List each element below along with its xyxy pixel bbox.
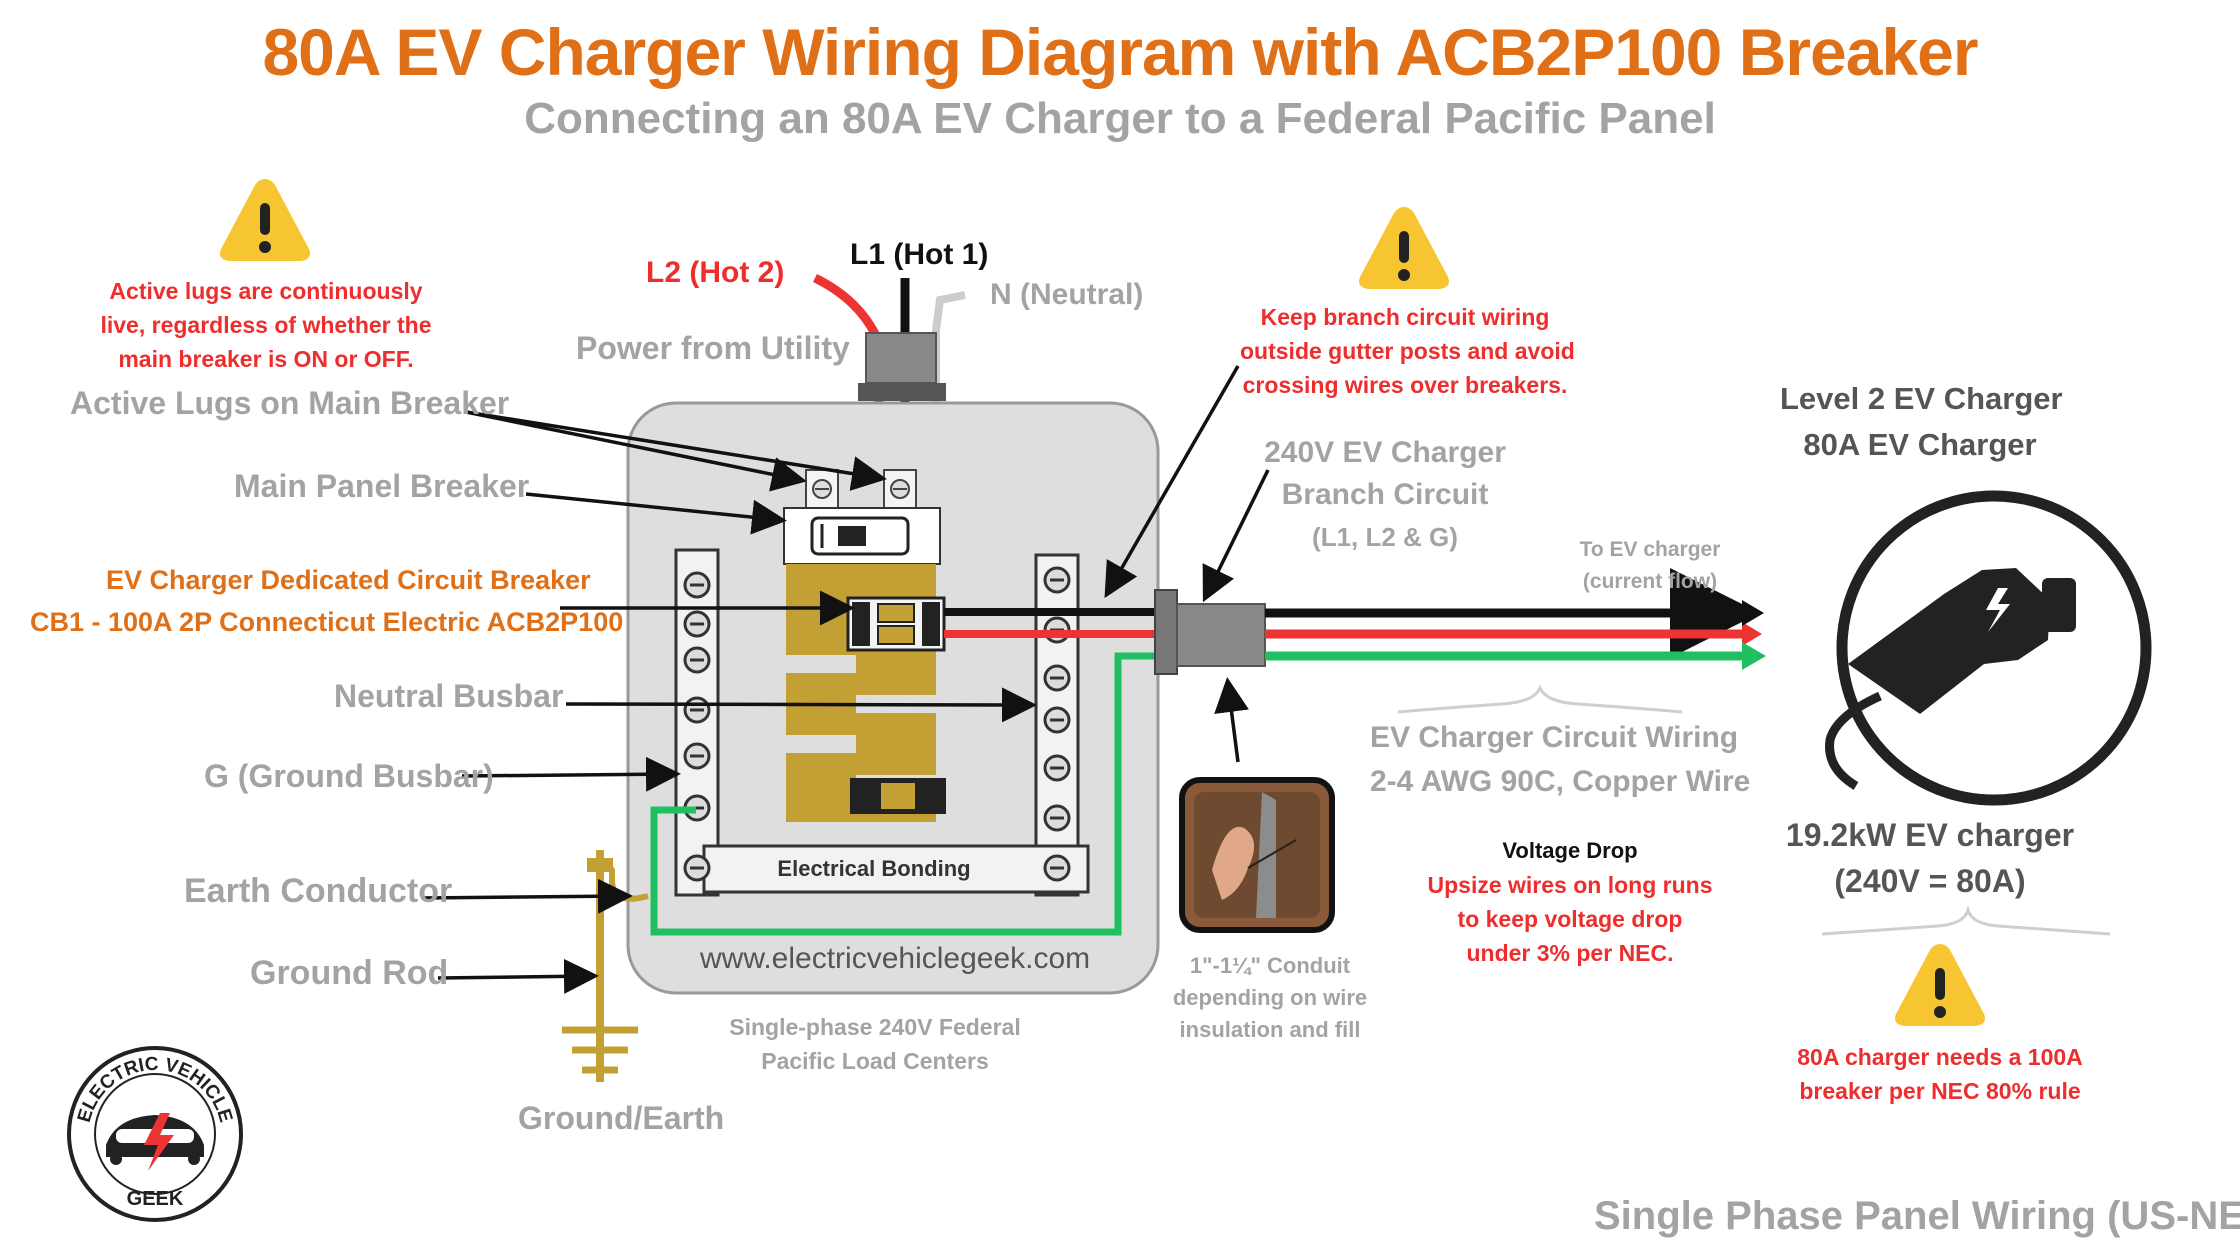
lightning-icon xyxy=(1986,588,2010,632)
to-ev-charger-label: To EV charger(current flow) xyxy=(1579,538,1721,593)
lightning-icon xyxy=(144,1113,174,1171)
service-connector xyxy=(865,332,937,384)
plug-icon xyxy=(1848,568,2050,714)
ground-rod-clamp xyxy=(587,858,613,872)
neutral-label: N (Neutral) xyxy=(990,278,1144,311)
service-connector-nut xyxy=(858,383,946,401)
voltage-drop-title: Voltage Drop xyxy=(1502,838,1638,863)
l2-label: L2 (Hot 2) xyxy=(646,256,785,289)
footer-label: Single Phase Panel Wiring (US-NEC) xyxy=(1594,1194,2240,1238)
page-title: 80A EV Charger Wiring Diagram with ACB2P… xyxy=(262,15,1978,89)
power-from-utility-label: Power from Utility xyxy=(576,330,850,366)
main-panel-breaker-label: Main Panel Breaker xyxy=(234,468,530,504)
ev-charger-icon xyxy=(1836,490,2152,806)
busbar-screws xyxy=(683,566,1071,882)
ground-earth-label: Ground/Earth xyxy=(518,1100,725,1136)
conduit-connector xyxy=(1154,589,1178,675)
l1-label: L1 (Hot 1) xyxy=(850,238,989,271)
warning-icon xyxy=(1359,207,1449,289)
ev-breaker-model-label: CB1 - 100A 2P Connecticut Electric ACB2P… xyxy=(30,607,624,637)
conduit xyxy=(1176,603,1266,667)
svg-text:GEEK: GEEK xyxy=(127,1188,184,1210)
warning-icon xyxy=(220,179,310,261)
branch-ground-inner xyxy=(650,652,1170,936)
charger-cable xyxy=(1825,691,1882,790)
neutral-busbar-label: Neutral Busbar xyxy=(334,678,564,714)
electrical-bonding-bar xyxy=(702,844,1090,894)
circuit-wiring-brace xyxy=(1397,684,1683,714)
ground-busbar-label: G (Ground Busbar) xyxy=(204,758,494,794)
electrical-bonding-label: Electrical Bonding xyxy=(777,856,970,881)
website-label: www.electricvehiclegeek.com xyxy=(700,942,1091,975)
page-subtitle: Connecting an 80A EV Charger to a Federa… xyxy=(524,94,1716,143)
charger-power-label: 19.2kW EV charger(240V = 80A) xyxy=(1785,817,2075,899)
ground-rod-label: Ground Rod xyxy=(250,954,449,992)
pointer-arrows xyxy=(421,365,1270,994)
charger-brace xyxy=(1821,904,2111,936)
electric-vehicle-geek-logo: ELECTRIC VEHICLE GEEK xyxy=(67,1046,243,1222)
earth-conductor-label: Earth Conductor xyxy=(184,872,453,910)
warning-icon xyxy=(1895,944,1985,1026)
ev-breaker-label: EV Charger Dedicated Circuit Breaker xyxy=(106,565,591,595)
active-lugs-label: Active Lugs on Main Breaker xyxy=(70,385,510,421)
